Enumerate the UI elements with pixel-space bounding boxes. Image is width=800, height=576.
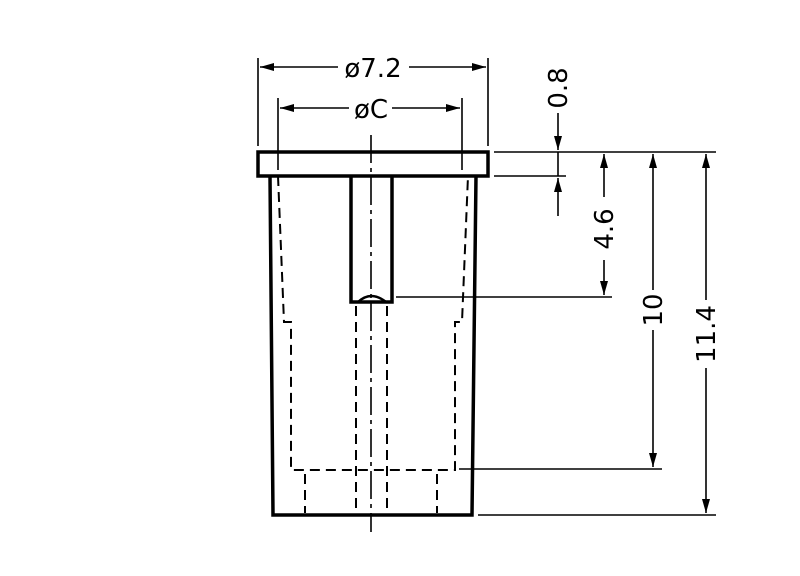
total-height-label: 11.4 [692,305,722,363]
flange [256,150,490,178]
dim-inner-diameter: øC [280,95,460,125]
dim-bore-depth: 4.6 [590,154,620,295]
inner-diameter-label: øC [354,95,388,125]
flange-thickness-label: 0.8 [544,67,574,108]
inner-depth-label: 10 [639,293,669,326]
extension-lines [257,58,716,516]
dim-inner-depth: 10 [639,154,669,467]
dim-total-height: 11.4 [692,154,722,513]
bore-depth-label: 4.6 [590,208,620,249]
part-outline [256,150,490,517]
tapered-body [268,175,478,517]
outer-diameter-label: ø7.2 [344,54,401,84]
hidden-lines [277,175,469,513]
dim-outer-diameter: ø7.2 [260,54,486,84]
dim-flange-thickness: 0.8 [544,67,574,216]
inner-cavity [277,175,469,471]
